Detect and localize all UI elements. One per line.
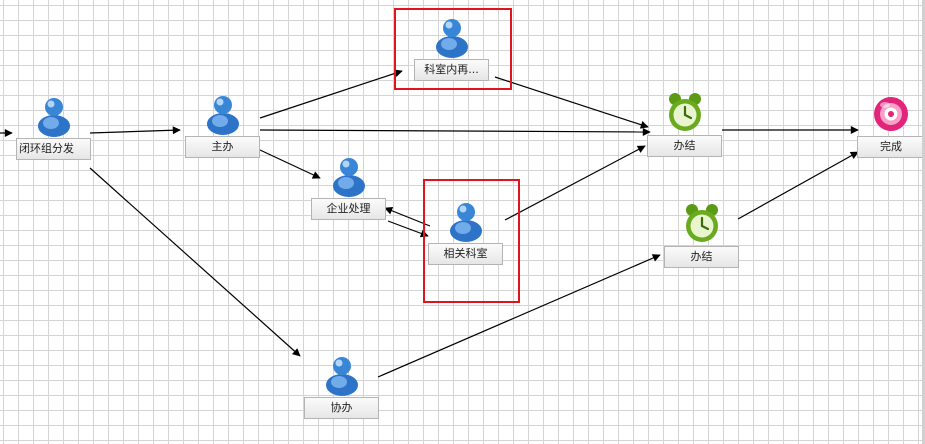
edge-done2-finish bbox=[737, 151, 859, 220]
edge-main-ent bbox=[259, 149, 321, 179]
edge-main-done1 bbox=[259, 127, 651, 136]
node-label: 相关科室 bbox=[428, 243, 503, 265]
node-label: 闭环组分发 bbox=[16, 138, 91, 160]
person-icon bbox=[325, 357, 358, 396]
edge-dept-done1 bbox=[494, 76, 649, 129]
edge-related-done1 bbox=[504, 145, 646, 221]
node-label: 办结 bbox=[664, 246, 739, 268]
node-label: 企业处理 bbox=[311, 198, 386, 220]
node-label: 办结 bbox=[647, 135, 722, 157]
node-label: 协办 bbox=[304, 397, 379, 419]
highlight-box-dept bbox=[394, 8, 512, 90]
target-icon bbox=[874, 97, 908, 131]
edge-assist-done2 bbox=[377, 254, 661, 378]
person-icon bbox=[449, 203, 482, 242]
person-icon bbox=[206, 96, 239, 135]
canvas-edge bbox=[922, 0, 925, 444]
node-label: 主办 bbox=[185, 136, 260, 158]
edge-start-assist bbox=[89, 167, 301, 357]
highlight-box-related bbox=[423, 179, 520, 303]
edge-start-main bbox=[89, 126, 181, 135]
person-icon bbox=[435, 19, 468, 58]
clock-icon bbox=[685, 204, 718, 242]
edge-related-ent bbox=[384, 206, 431, 227]
person-icon bbox=[332, 158, 365, 197]
edge-ent-related bbox=[387, 220, 429, 238]
person-icon bbox=[37, 98, 70, 137]
node-label: 科室内再... bbox=[414, 59, 489, 81]
node-label: 完成 bbox=[857, 136, 925, 158]
edge-main-dept bbox=[259, 69, 403, 119]
clock-icon bbox=[668, 93, 701, 131]
